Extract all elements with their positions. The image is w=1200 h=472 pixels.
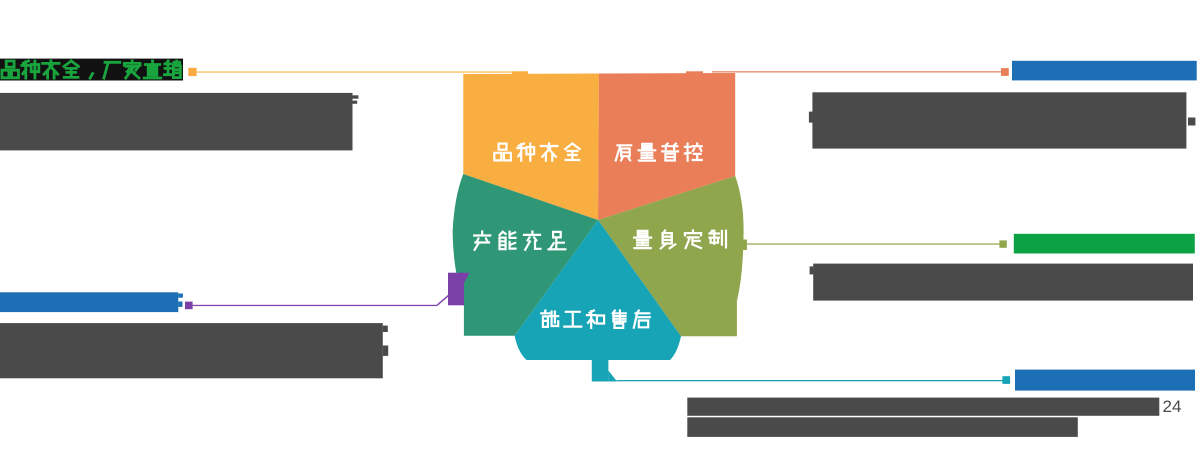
svg-text:24: 24 [1163,397,1182,416]
